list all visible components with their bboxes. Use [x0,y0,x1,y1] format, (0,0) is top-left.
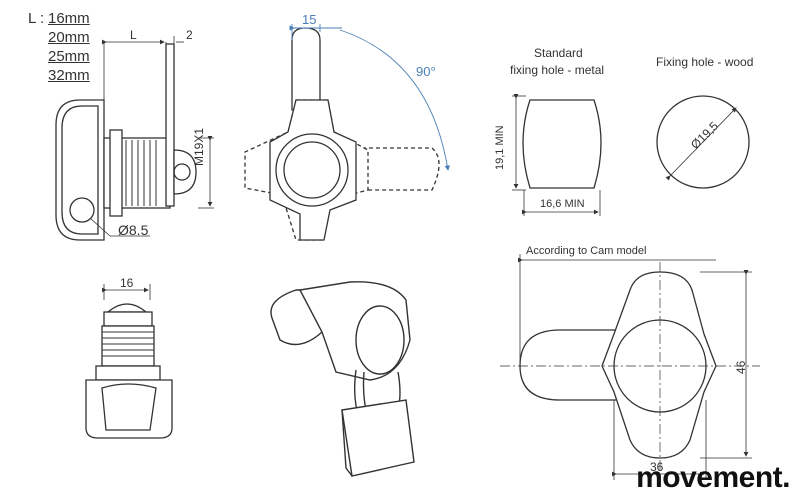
brand-logo: movement. [636,461,790,494]
padlock-view [270,281,415,477]
length-16: 16mm [48,10,90,27]
cam-view [500,254,760,480]
length-25: 25mm [48,48,90,65]
cam-note: According to Cam model [526,245,647,257]
fixing-hole-metal [512,94,602,216]
metal-height-label: 19,1 MIN [494,125,506,170]
length-prefix: L : [28,10,45,27]
metal-title-1: Standard [534,46,583,60]
bottom-dim-16: 16 [120,276,134,290]
side-view [55,36,214,241]
bottom-view [85,284,173,439]
metal-title-2: fixing hole - metal [510,63,605,77]
front-view [244,24,450,241]
dim-l-label: L [130,28,137,42]
length-32: 32mm [48,67,90,84]
fixing-hole-wood [656,95,750,189]
dim-15-label: 15 [302,12,317,27]
wood-title: Fixing hole - wood [656,55,754,69]
angle-label: 90° [416,64,436,79]
metal-width-label: 16,6 MIN [540,198,585,210]
thread-label: M19X1 [192,127,206,166]
hole-dia-label: Ø8.5 [118,222,149,238]
cam-dim-46: 46 [734,360,748,374]
cam-dim-bottom: 36 [650,460,664,474]
length-20: 20mm [48,29,90,46]
dim-2-label: 2 [186,28,193,42]
